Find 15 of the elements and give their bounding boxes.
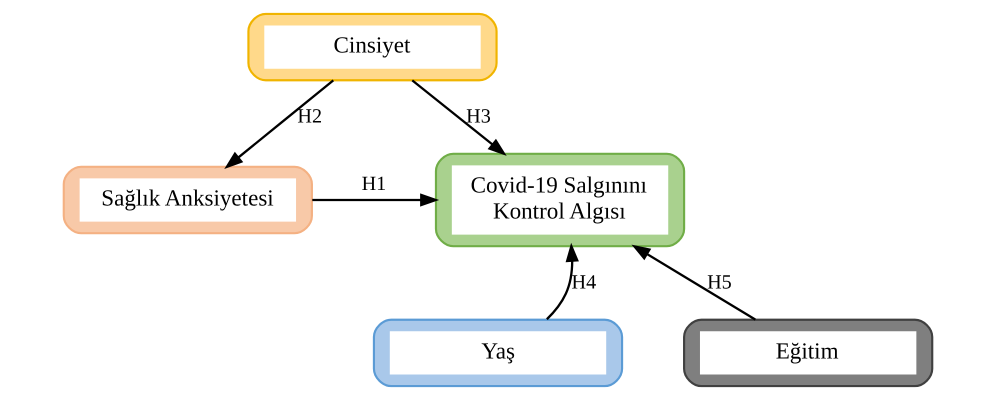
arrow (411, 79, 506, 156)
node-box: Eğitim (682, 318, 933, 388)
edge-label: H2 (296, 105, 322, 128)
arrow (631, 244, 756, 321)
edge-label: H4 (570, 271, 596, 294)
arrow (546, 242, 578, 320)
edge-label: H1 (361, 173, 386, 196)
arrow (224, 79, 334, 169)
node-box: Cinsiyet (246, 12, 498, 82)
node-box: Covid-19 Salgınını Kontrol Algısı (434, 152, 685, 248)
node-box: Yaş (372, 318, 623, 388)
node-box: Sağlık Anksiyetesi (62, 166, 312, 234)
arrow (312, 193, 439, 207)
edge-label: H3 (466, 105, 490, 128)
edge-label: H5 (706, 271, 732, 294)
